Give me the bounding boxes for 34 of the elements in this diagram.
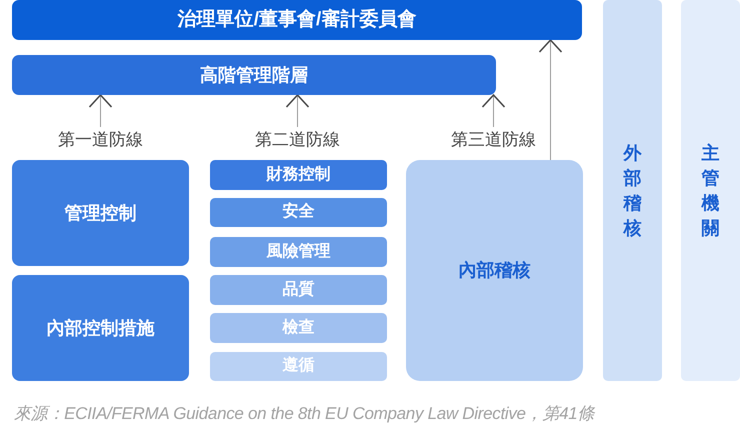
arrow xyxy=(88,94,112,128)
box-label: 遵循 xyxy=(282,357,314,376)
box-label: 品質 xyxy=(282,280,314,300)
process-box xyxy=(406,160,583,381)
box-label: 治理單位/董事會/審計委員會 xyxy=(178,9,416,31)
side-band xyxy=(681,0,740,381)
line-heading: 第二道防線 xyxy=(255,127,340,152)
line-heading: 第三道防線 xyxy=(451,127,536,152)
line-heading: 第一道防線 xyxy=(58,127,143,152)
process-box xyxy=(210,160,387,190)
process-box xyxy=(12,0,582,40)
box-label: 管理控制 xyxy=(64,202,136,224)
process-box xyxy=(12,160,189,266)
box-label: 安全 xyxy=(282,203,314,222)
vertical-label: 外部稽核 xyxy=(624,142,642,240)
source-caption: 來源：ECIIA/FERMA Guidance on the 8th EU Company Law Directive，第41條 xyxy=(14,403,594,425)
process-box xyxy=(12,275,189,381)
box-label: 檢查 xyxy=(282,318,314,338)
arrow xyxy=(538,39,562,160)
process-box xyxy=(210,313,387,343)
box-label: 內部稽核 xyxy=(458,260,530,281)
arrow xyxy=(482,94,506,128)
arrow xyxy=(286,94,310,128)
process-box xyxy=(210,352,387,381)
box-label: 財務控制 xyxy=(266,166,330,184)
vertical-label: 主管機關 xyxy=(702,142,720,240)
process-box xyxy=(210,237,387,267)
box-label: 高階管理階層 xyxy=(200,64,308,86)
box-label: 風險管理 xyxy=(266,242,330,262)
process-box xyxy=(210,275,387,305)
box-label: 內部控制措施 xyxy=(46,318,154,338)
side-band xyxy=(603,0,662,381)
process-box xyxy=(12,55,496,95)
process-box xyxy=(210,198,387,227)
